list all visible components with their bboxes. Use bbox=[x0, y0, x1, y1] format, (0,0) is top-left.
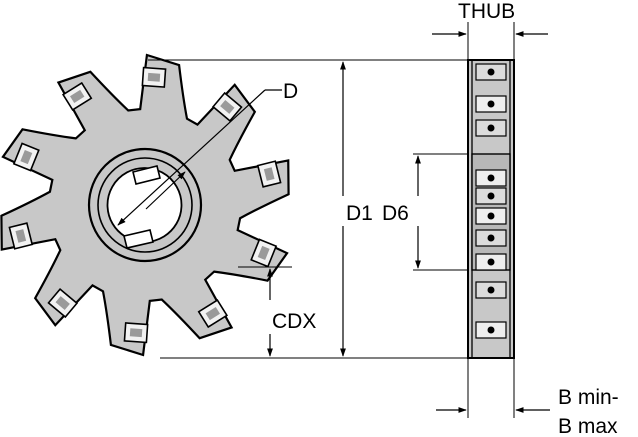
thub-label: THUB bbox=[458, 0, 515, 23]
d6-dimension: D6 bbox=[382, 153, 468, 271]
insert-seat bbox=[147, 72, 161, 82]
cdx-label: CDX bbox=[272, 310, 316, 333]
b-dimension: B min- B max bbox=[436, 358, 619, 437]
insert-seat bbox=[55, 296, 70, 310]
screw bbox=[487, 100, 495, 108]
d1-dimension: D1 bbox=[148, 59, 468, 359]
keyway-slot-bottom bbox=[123, 229, 154, 249]
b-max-label: B max bbox=[558, 415, 618, 437]
insert-seat bbox=[257, 245, 270, 261]
b-min-label: B min- bbox=[558, 386, 619, 409]
screw bbox=[487, 286, 495, 294]
screw bbox=[487, 124, 495, 132]
screw bbox=[487, 258, 495, 266]
d1-label: D1 bbox=[346, 202, 373, 225]
insert-seat bbox=[15, 229, 27, 243]
insert-seat bbox=[129, 328, 143, 338]
screw bbox=[487, 326, 495, 334]
screw bbox=[487, 174, 495, 182]
cutter-side-view bbox=[467, 59, 515, 359]
insert-group bbox=[8, 66, 282, 344]
d-dimension: D bbox=[117, 80, 298, 226]
d-label: D bbox=[283, 80, 298, 103]
side-insert-group bbox=[475, 63, 507, 339]
keyway-slot-top bbox=[132, 165, 161, 185]
insert-seat bbox=[69, 89, 85, 104]
cutter-front-view bbox=[0, 53, 290, 357]
screw bbox=[487, 68, 495, 76]
screw bbox=[487, 192, 495, 200]
thub-dimension: THUB bbox=[432, 0, 548, 60]
insert-seat bbox=[205, 306, 221, 321]
insert-seat bbox=[220, 100, 235, 114]
d6-label: D6 bbox=[382, 202, 409, 225]
insert-seat bbox=[20, 149, 33, 165]
screw bbox=[487, 212, 495, 220]
cdx-dimension: CDX bbox=[238, 266, 316, 357]
screw bbox=[487, 234, 495, 242]
insert-seat bbox=[263, 167, 275, 181]
